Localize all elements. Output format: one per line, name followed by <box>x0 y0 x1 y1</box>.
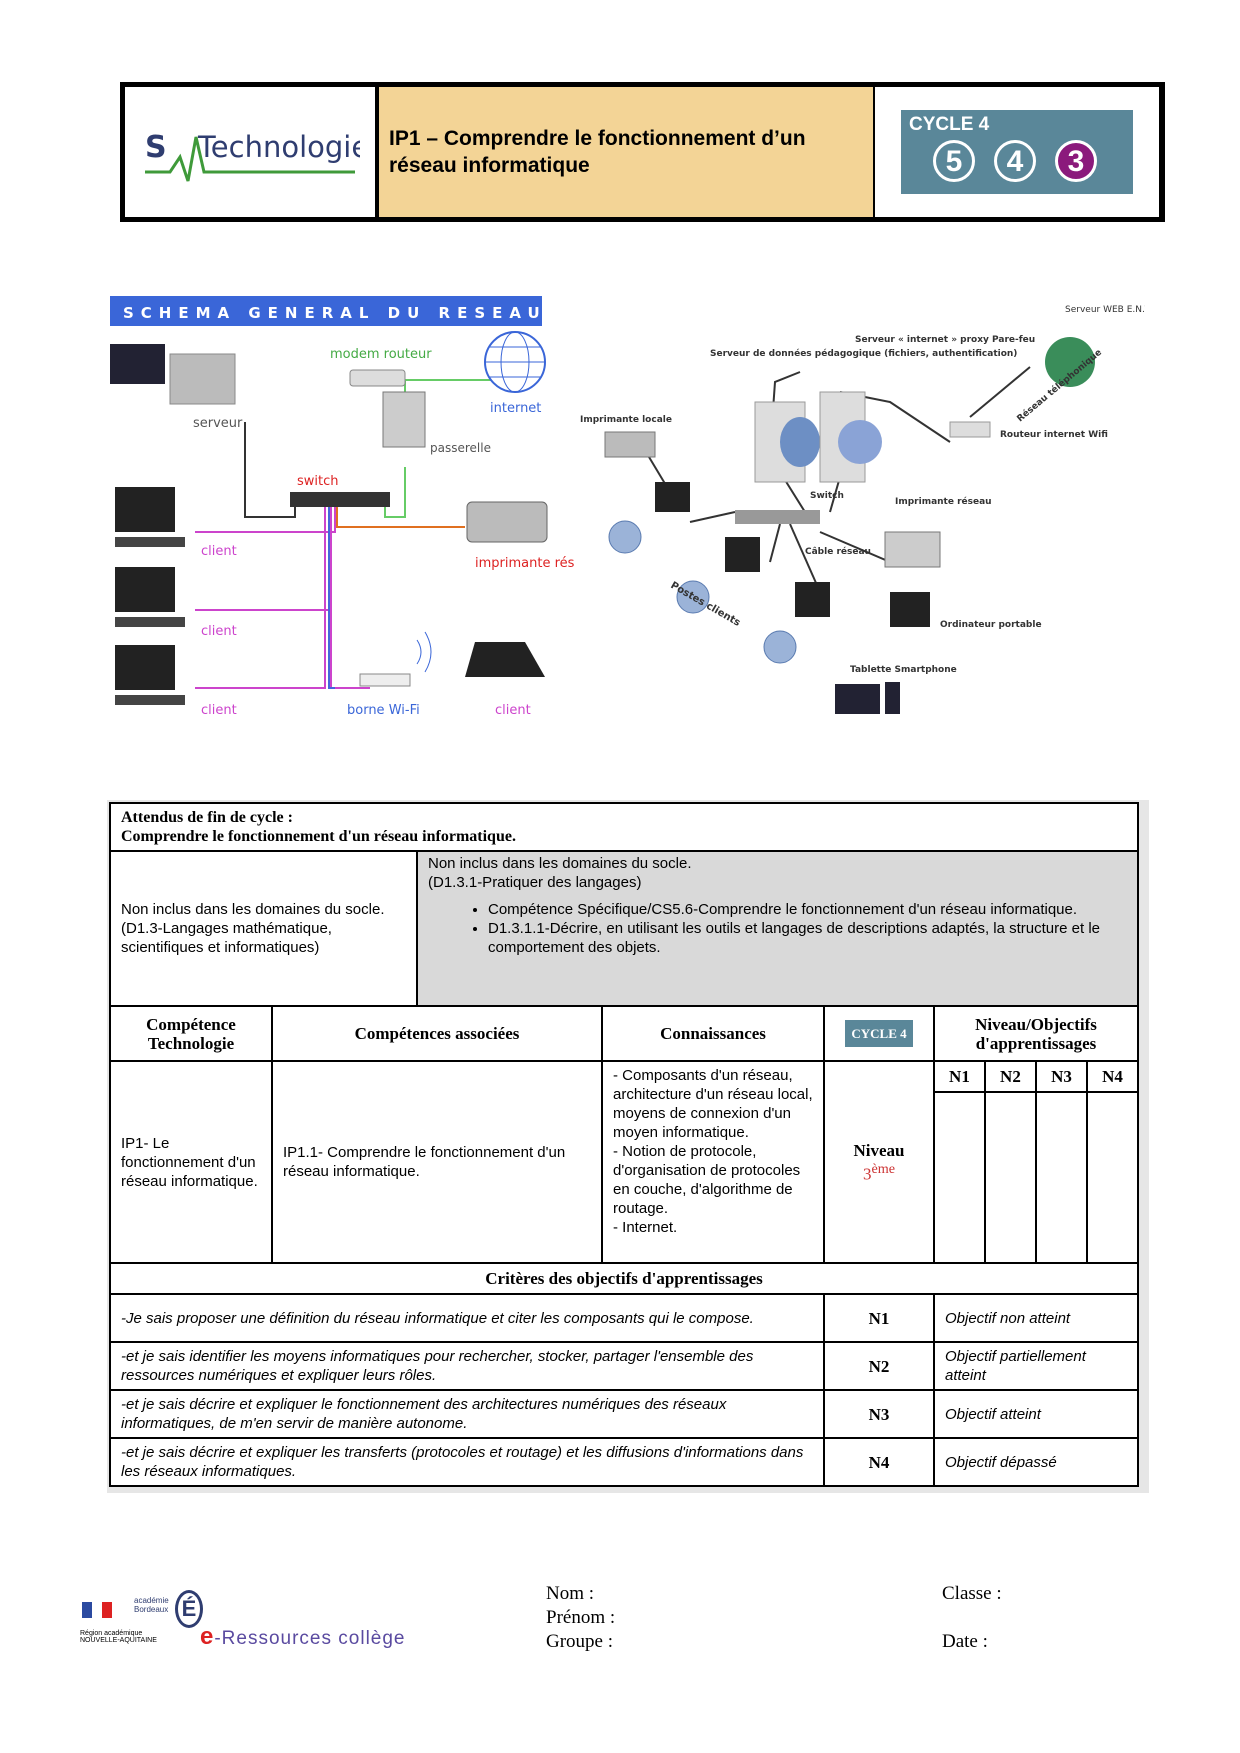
criteria-row: -Je sais proposer une définition du rése… <box>109 1293 1139 1343</box>
classe-field[interactable]: Classe : <box>942 1583 1002 1604</box>
associated-cell: IP1.1- Comprendre le fonctionnement d'un… <box>271 1060 603 1264</box>
web-globe-icon <box>1045 337 1095 387</box>
criteria-row: -et je sais identifier les moyens inform… <box>109 1341 1139 1391</box>
cycle-badge: CYCLE 4 5 4 3 <box>901 110 1133 194</box>
level-n3: N3 <box>1034 1062 1089 1093</box>
competence-cell: IP1- Le fonctionnement d'un réseau infor… <box>109 1060 273 1264</box>
socle-right-cell: Non inclus dans les domaines du socle.(D… <box>416 850 1139 1007</box>
gateway-label: passerelle <box>430 441 491 455</box>
header: S Technologie IP1 – Comprendre le foncti… <box>120 82 1165 222</box>
level-n4-box[interactable] <box>1086 1091 1137 1262</box>
criteria-row: -et je sais décrire et expliquer le fonc… <box>109 1389 1139 1439</box>
level-n1-box[interactable] <box>935 1091 986 1262</box>
switch-icon <box>735 510 820 524</box>
banner-text: SCHEMA GENERAL DU RESEAU <box>123 304 547 322</box>
socle-left-cell: Non inclus dans les domaines du socle.(D… <box>109 850 418 1007</box>
logo-text: Technologie <box>197 130 360 164</box>
header-associees: Compétences associées <box>271 1005 603 1062</box>
network-printer-icon <box>884 531 941 568</box>
level-n2: N2 <box>983 1062 1037 1093</box>
page-title: IP1 – Comprendre le fonctionnement d’un … <box>379 87 875 217</box>
level-3-circle-active: 3 <box>1055 140 1097 182</box>
prenom-field[interactable]: Prénom : <box>546 1607 616 1628</box>
wifi-access-point-icon <box>359 631 432 687</box>
school-network-diagram: Serveur de données pédagogique (fichiers… <box>580 305 1145 714</box>
router-icon <box>949 421 991 438</box>
globe-icon <box>484 331 546 393</box>
user-icons <box>608 520 797 664</box>
date-field[interactable]: Date : <box>942 1631 988 1652</box>
web-server-label: Serveur WEB E.N.T <box>1065 305 1145 315</box>
local-printer-label: Imprimante locale <box>580 415 672 425</box>
server-label: serveur <box>193 416 243 431</box>
router-label: Routeur internet Wifi <box>1000 430 1108 440</box>
academy-logo: académie Bordeaux É Région académique NO… <box>80 1590 203 1650</box>
internet-server-label: Serveur « internet » proxy Pare-feu <box>855 335 1035 345</box>
tablet-icon <box>835 684 880 714</box>
printer-icon <box>466 501 548 543</box>
client-computers <box>655 482 830 617</box>
level-n3-box[interactable] <box>1034 1091 1089 1262</box>
smartphone-icon <box>885 682 900 714</box>
levels-cell: N1 N2 N3 N4 <box>933 1060 1139 1264</box>
switch-icon <box>290 492 390 507</box>
client-computer-icon <box>115 487 185 547</box>
criteria-row: -et je sais décrire et expliquer les tra… <box>109 1437 1139 1487</box>
laptop-icon <box>465 642 545 677</box>
nom-field[interactable]: Nom : <box>546 1583 595 1604</box>
cycle-label: CYCLE 4 <box>909 114 990 135</box>
criteria-title: Critères des objectifs d'apprentissages <box>109 1262 1139 1295</box>
attendus-cell: Attendus de fin de cycle : Comprendre le… <box>109 802 1139 852</box>
tablet-label: Tablette Smartphone <box>850 665 957 675</box>
modem-label: modem routeur <box>330 347 432 362</box>
server-icon <box>110 344 236 405</box>
sti-technologie-logo: S Technologie <box>125 87 379 217</box>
e-ressources-logo: e-Ressources collège <box>200 1623 406 1650</box>
general-network-diagram: SCHEMA GENERAL DU RESEAU serveur modem r… <box>110 296 575 718</box>
groupe-field[interactable]: Groupe : <box>546 1631 614 1652</box>
level-n4: N4 <box>1086 1062 1137 1093</box>
modem-icon <box>349 369 406 387</box>
wifi-label: borne Wi-Fi <box>347 703 420 718</box>
globe-icon <box>838 420 882 464</box>
network-printer-label: Imprimante réseau <box>895 496 992 507</box>
client-computer-icon <box>115 645 185 705</box>
internet-label: internet <box>490 401 541 416</box>
level-4-circle: 4 <box>994 140 1036 182</box>
client-computer-icon <box>115 567 185 627</box>
level-5-circle: 5 <box>933 140 975 182</box>
niveau-cell: Niveau 3ème <box>823 1060 935 1264</box>
svg-text:S: S <box>145 130 167 165</box>
database-icon <box>780 417 820 467</box>
client-label: client <box>201 544 237 559</box>
client-label: client <box>495 703 531 718</box>
header-niveau: Niveau/Objectifs d'apprentissages <box>933 1005 1139 1062</box>
competence-table: Attendus de fin de cycle : Comprendre le… <box>107 800 1149 1493</box>
level-n2-box[interactable] <box>983 1091 1037 1262</box>
laptop-label: Ordinateur portable <box>940 620 1042 630</box>
cable-label: Câble réseau <box>805 546 871 557</box>
logo-graphic: S Technologie <box>145 130 360 182</box>
laptop-icon <box>890 592 930 627</box>
header-connaissances: Connaissances <box>601 1005 825 1062</box>
diagram-banner <box>110 296 542 326</box>
knowledge-cell: - Composants d'un réseau, architecture d… <box>601 1060 825 1264</box>
header-cycle-badge: CYCLE 4 <box>823 1005 935 1062</box>
data-server-label: Serveur de données pédagogique (fichiers… <box>710 348 1017 359</box>
client-label: client <box>201 624 237 639</box>
switch-label: Switch <box>810 491 844 501</box>
header-competence: Compétence Technologie <box>109 1005 273 1062</box>
switch-label: switch <box>297 474 339 489</box>
client-label: client <box>201 703 237 718</box>
local-printer-icon <box>604 431 656 458</box>
printer-label: imprimante réseau <box>475 556 575 571</box>
level-n1: N1 <box>935 1062 986 1093</box>
gateway-icon <box>382 391 426 448</box>
